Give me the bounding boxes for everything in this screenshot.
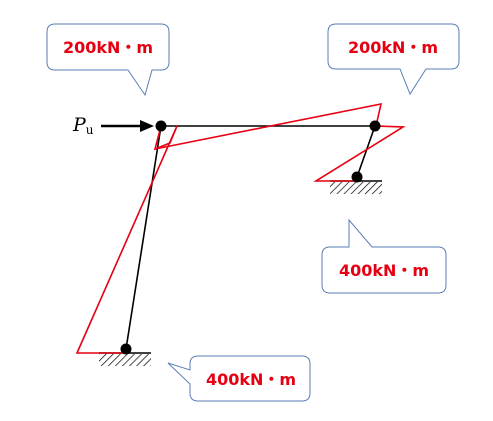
load-symbol: P (72, 114, 87, 136)
right-support (330, 180, 382, 194)
load-subscript: u (86, 123, 94, 137)
callout-top-right-bubble (327, 23, 460, 96)
left-column (125, 125, 162, 350)
load-label: Pu (72, 114, 94, 137)
callout-bottom-center-bubble (167, 355, 311, 402)
right-column (356, 125, 376, 178)
moment-beam (154, 102, 383, 150)
moment-left-column (75, 125, 178, 354)
joint-top-left (155, 120, 167, 132)
frame (125, 125, 376, 350)
callout-top-left: 200kN・m (46, 23, 170, 97)
callout-bottom-center-text: 400kN・m (206, 370, 296, 389)
load-pu: Pu (72, 114, 154, 137)
callout-bottom-center: 400kN・m (167, 355, 311, 402)
pin-right (351, 171, 363, 183)
left-support-hatch (99, 354, 151, 366)
callout-top-left-bubble (46, 23, 170, 97)
pin-left (120, 343, 132, 355)
joint-top-right (369, 120, 381, 132)
left-support (99, 352, 151, 366)
callout-top-right-text: 200kN・m (348, 38, 438, 57)
callout-top-left-text: 200kN・m (63, 38, 153, 57)
callout-mid-right-bubble (321, 218, 447, 294)
callout-mid-right-text: 400kN・m (339, 261, 429, 280)
load-arrow-head (140, 120, 154, 132)
callout-mid-right: 400kN・m (321, 218, 447, 294)
right-support-hatch (330, 182, 382, 194)
callout-top-right: 200kN・m (327, 23, 460, 96)
moment-right-column (313, 125, 406, 182)
joints (120, 120, 381, 355)
moment-diagram (75, 102, 406, 354)
